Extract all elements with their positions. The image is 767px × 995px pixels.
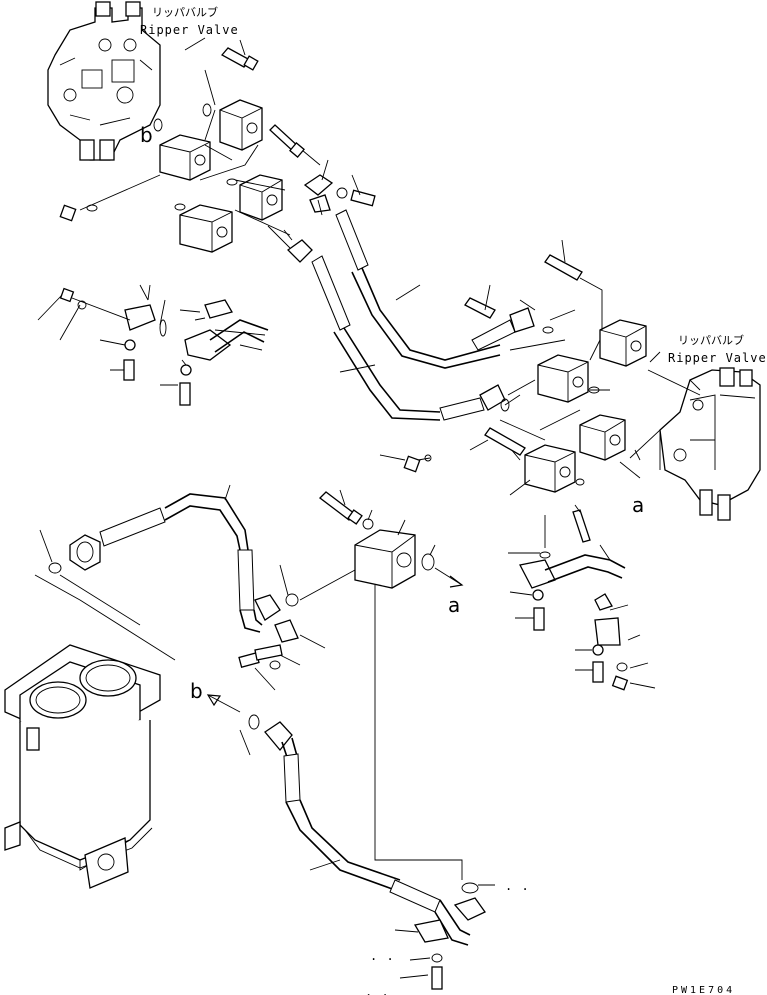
ripper-valve-top-left bbox=[47, 1, 161, 161]
valve-right-en-label: Ripper Valve bbox=[668, 351, 767, 365]
flange-block-4 bbox=[179, 204, 233, 253]
svg-text:. .: . . bbox=[505, 879, 530, 893]
clamp-assembly-right bbox=[508, 504, 656, 691]
flange-block-6 bbox=[599, 319, 647, 367]
bolt-mid-1 bbox=[269, 124, 305, 158]
bolt-left bbox=[59, 204, 77, 222]
clamp-assembly-left bbox=[37, 284, 269, 406]
bolt-mid-2 bbox=[464, 284, 536, 351]
svg-text:. .: . . bbox=[370, 949, 395, 963]
tank-housing bbox=[4, 644, 161, 889]
flange-block-center bbox=[354, 519, 436, 589]
flange-elbow-1 bbox=[303, 159, 376, 216]
ripper-valve-right bbox=[659, 367, 761, 521]
valve-right-jp-label: リッパバルブ bbox=[678, 333, 744, 347]
svg-text:. .: . . bbox=[365, 985, 390, 995]
valve-top-jp-label: リッパバルブ bbox=[152, 5, 218, 19]
flange-block-7 bbox=[579, 414, 626, 461]
ref-label-b-top: b bbox=[140, 123, 153, 147]
bolt-right-lower bbox=[379, 427, 531, 496]
valve-top-en-label: Ripper Valve bbox=[140, 23, 239, 37]
hose-bottom: . . . . . . bbox=[239, 714, 530, 995]
bolt-right-upper bbox=[544, 239, 603, 330]
flange-block-3 bbox=[239, 174, 283, 221]
hose-upper bbox=[335, 209, 501, 369]
ref-label-a-right: a bbox=[632, 493, 644, 517]
flange-block-2 bbox=[159, 134, 211, 181]
hose-lower bbox=[267, 225, 506, 421]
bolt-top bbox=[220, 39, 259, 71]
hose-left-large bbox=[39, 484, 326, 666]
flange-block-1 bbox=[219, 99, 263, 151]
ref-label-b-lower: b bbox=[190, 679, 203, 703]
flange-block-5 bbox=[537, 354, 589, 403]
drawing-code: PW1E704 bbox=[672, 985, 735, 995]
ref-label-a-center: a bbox=[448, 593, 460, 617]
flange-block-8 bbox=[524, 444, 576, 493]
bolt-center bbox=[319, 489, 374, 530]
bolt-lower-left bbox=[238, 644, 283, 691]
